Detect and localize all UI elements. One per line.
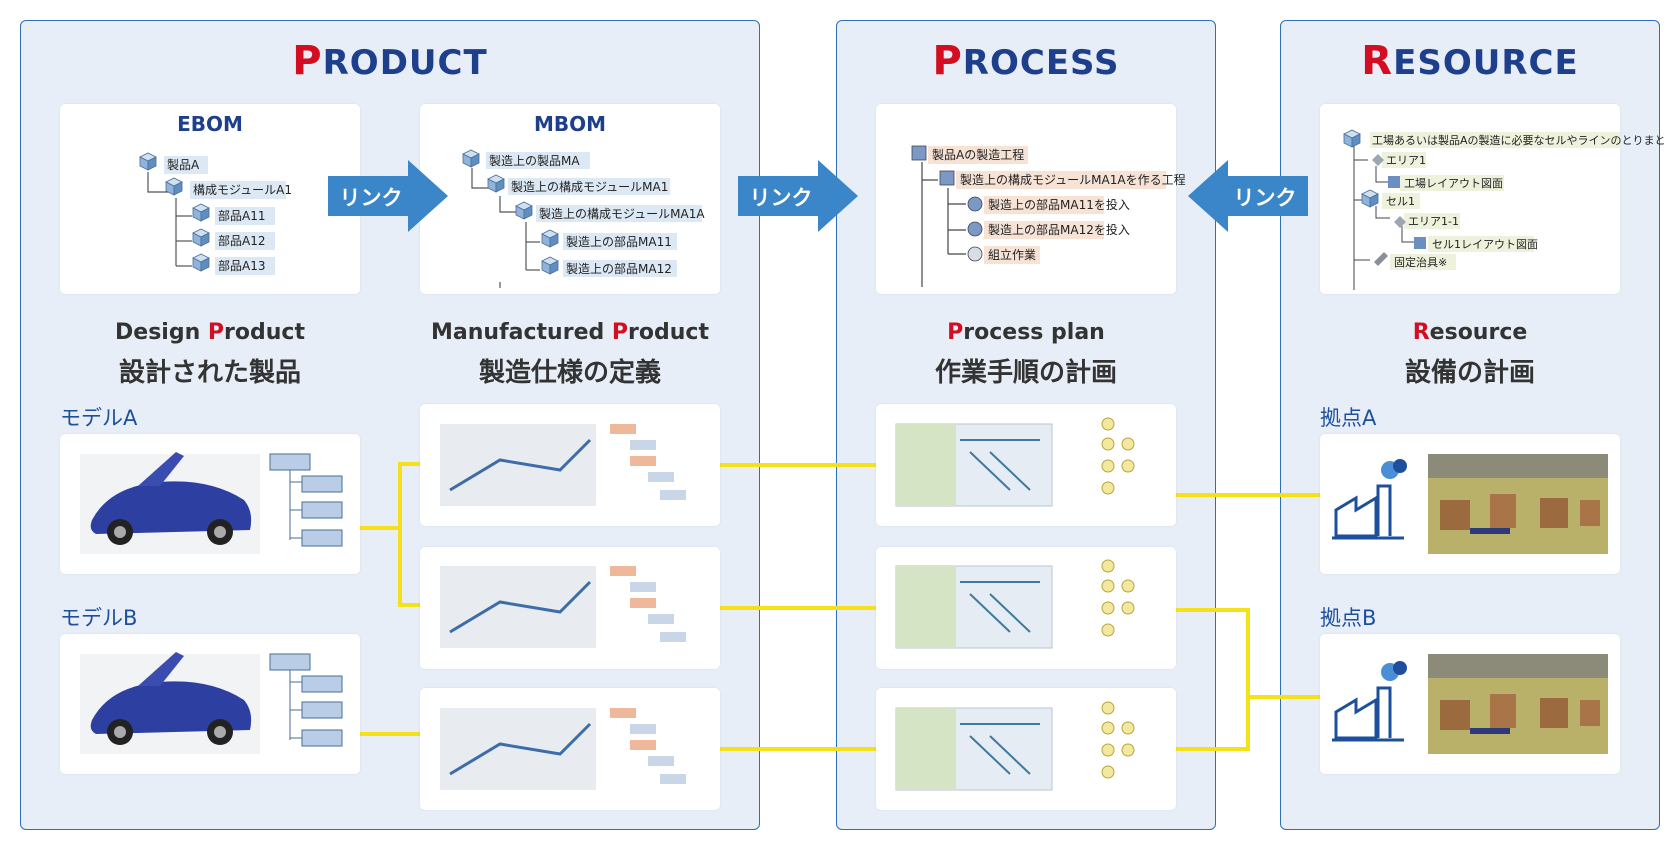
part-icon <box>192 228 210 247</box>
car-image-a <box>80 452 260 554</box>
resource-icon <box>1361 189 1379 208</box>
manufactured-caption-en: Manufactured Product <box>431 320 709 345</box>
link-arrow-3-label: リンク <box>1233 186 1297 210</box>
process-caption-jp: 作業手順の計画 <box>934 358 1117 388</box>
factory-floor-image-a <box>1428 454 1608 554</box>
part-icon <box>165 177 183 196</box>
area-icon <box>1372 154 1384 166</box>
process-icon <box>911 145 927 161</box>
resource-item: セル1 <box>1386 195 1415 208</box>
operation-icon <box>967 196 983 212</box>
mbom-item: 製造上の構成モジュールMA1A <box>539 207 705 221</box>
resource-caption-jp: 設備の計画 <box>1404 358 1535 388</box>
factory-icon <box>1332 459 1407 540</box>
layout-icon <box>1414 237 1426 249</box>
ebom-item: 部品A12 <box>218 233 265 248</box>
site-b-label: 拠点B <box>1320 606 1377 630</box>
resource-item: セル1レイアウト図面 <box>1432 238 1538 251</box>
part-icon <box>462 149 480 168</box>
part-icon <box>515 201 533 220</box>
operation-icon <box>967 221 983 237</box>
layout-icon <box>1388 176 1400 188</box>
site-a-label: 拠点A <box>1320 406 1377 430</box>
manufactured-caption-jp: 製造仕様の定義 <box>478 358 661 388</box>
resource-item: 固定治具※ <box>1394 255 1447 269</box>
connector-model-a <box>360 462 420 530</box>
part-icon <box>192 203 210 222</box>
factory-floor-image-b <box>1428 654 1608 754</box>
mbom-item: 製造上の構成モジュールMA1 <box>511 180 668 194</box>
model-a-label: モデルA <box>60 406 138 430</box>
connector-site-b <box>1176 608 1250 751</box>
ebom-item: 部品A13 <box>218 258 265 273</box>
resource-item: 工場あるいは製品Aの製造に必要なセルやラインのとりまと <box>1372 133 1666 147</box>
ebom-item: 部品A11 <box>218 208 265 223</box>
part-icon <box>139 152 157 171</box>
part-icon <box>541 229 559 248</box>
mbom-item: 製造上の製品MA <box>489 154 580 168</box>
mbom-layout-illustration-3 <box>440 708 686 790</box>
mbom-layout-illustration-2 <box>440 566 686 648</box>
ebom-item: 構成モジュールA1 <box>193 183 292 197</box>
part-icon <box>541 256 559 275</box>
model-b-label: モデルB <box>60 606 138 630</box>
mbom-item: 製造上の部品MA12 <box>566 261 672 276</box>
process-caption-en: Process plan <box>947 320 1105 345</box>
resource-caption-en: Resource <box>1412 320 1528 345</box>
structure-diagram-b <box>269 653 343 747</box>
process-item: 製造上の構成モジュールMA1Aを作る工程 <box>960 172 1186 187</box>
mbom-item: 製造上の部品MA11 <box>566 234 672 249</box>
ebom-item: 製品A <box>167 158 200 172</box>
link-arrow-2-label: リンク <box>749 186 813 210</box>
process-tree <box>921 162 966 287</box>
link-arrow-1: リンク <box>328 160 448 232</box>
operation-icon <box>967 246 983 262</box>
jig-icon <box>1374 252 1388 266</box>
factory-icon <box>1332 661 1407 742</box>
structure-diagram-a <box>269 453 343 547</box>
mbom-header: MBOM <box>533 112 607 136</box>
ebom-tree <box>147 172 192 267</box>
mbom-layout-illustration-1 <box>440 424 686 506</box>
product-title: PRODUCT <box>292 38 488 84</box>
link-arrow-2: リンク <box>738 160 858 232</box>
mbom-tree <box>471 168 540 288</box>
resource-item: エリア1-1 <box>1408 215 1459 228</box>
link-arrow-3: リンク <box>1188 160 1308 232</box>
part-icon <box>192 253 210 272</box>
part-icon <box>487 174 505 193</box>
gantt-illustration-1 <box>895 417 1135 507</box>
process-title: PROCESS <box>932 38 1120 84</box>
area-icon <box>1394 216 1406 228</box>
resource-icon <box>1343 129 1361 148</box>
resource-item: 工場レイアウト図面 <box>1404 177 1503 190</box>
process-item: 製品Aの製造工程 <box>932 147 1024 162</box>
process-item: 製造上の部品MA12を投入 <box>988 222 1130 237</box>
car-image-b <box>80 652 260 754</box>
design-caption-jp: 設計された製品 <box>118 358 301 388</box>
design-caption-en: Design Product <box>115 320 305 345</box>
gantt-illustration-2 <box>895 559 1135 649</box>
gantt-illustration-3 <box>895 701 1135 791</box>
process-icon <box>939 170 955 186</box>
resource-title: RESOURCE <box>1361 38 1579 84</box>
link-arrow-1-label: リンク <box>339 186 403 210</box>
ebom-header: EBOM <box>177 112 243 136</box>
resource-item: エリア1 <box>1386 154 1426 167</box>
process-item: 製造上の部品MA11を投入 <box>988 197 1130 212</box>
process-item: 組立作業 <box>988 247 1036 262</box>
